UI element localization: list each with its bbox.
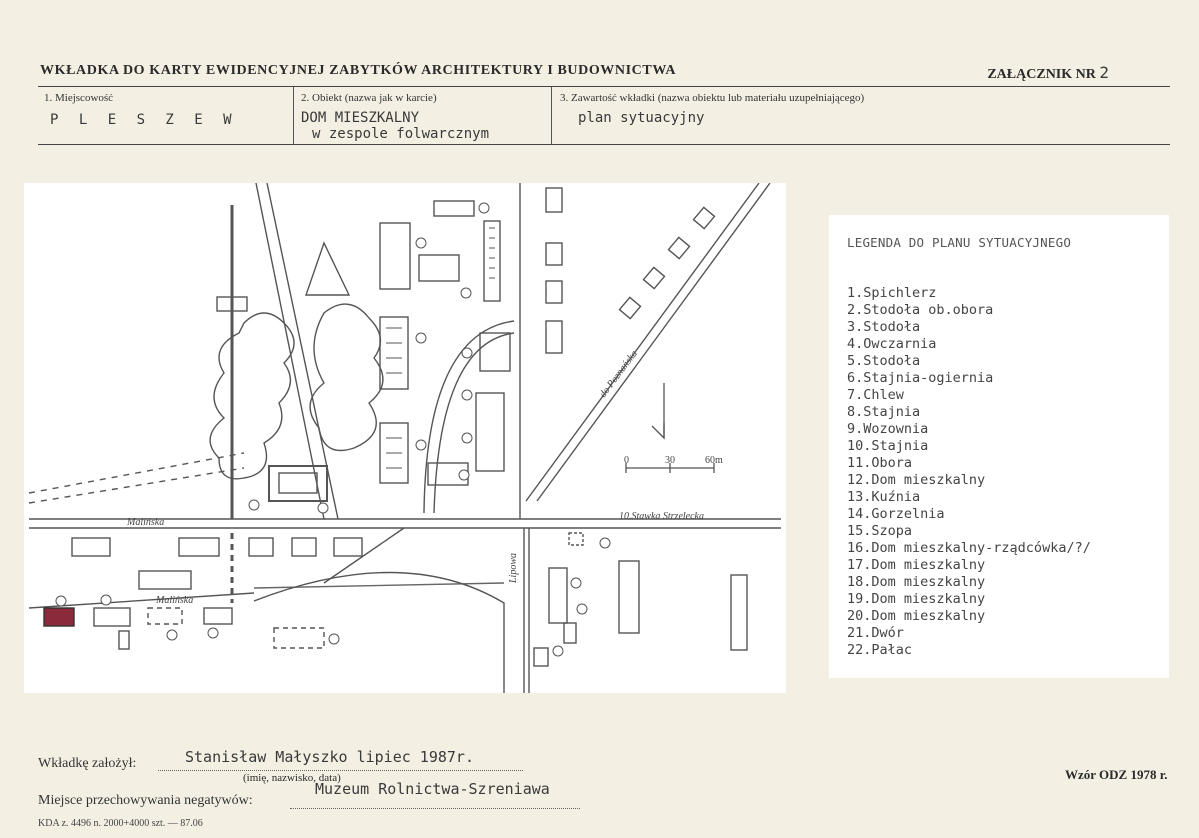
scale-label-30: 30 [665,455,675,466]
street-label: Lipowa [508,553,519,584]
location-label: 1. Miejscowość [44,92,114,104]
attachment-number: 2 [1099,63,1109,82]
street-label: Malińska [126,517,164,528]
attachment-label-text: ZAŁĄCZNIK NR [987,67,1096,82]
legend-item: 10.Stajnia [847,438,929,454]
legend-item: 5.Stodoła [847,353,921,369]
header-rule-bottom [38,144,1170,145]
content-value: plan sytuacyjny [578,110,705,126]
legend-item: 12.Dom mieszkalny [847,472,986,488]
legend-item: 2.Stodoła ob.obora [847,302,994,318]
scale-label-60: 60m [705,455,723,466]
scale-label-0: 0 [624,455,629,466]
storage-label: Miejsce przechowywania negatywów: [38,793,253,808]
legend-item: 9.Wozownia [847,421,929,437]
legend-item: 7.Chlew [847,387,904,403]
author-dotted-line [158,770,523,771]
location-value: P L E S Z E W [50,112,238,128]
legend-item: 11.Obora [847,455,913,471]
author-hint: (imię, nazwisko, data) [243,772,341,784]
object-value-line1: DOM MIESZKALNY [301,110,420,126]
attachment-label: ZAŁĄCZNIK NR 2 [987,63,1109,83]
form-pattern: Wzór ODZ 1978 r. [1065,767,1168,782]
legend-card: LEGENDA DO PLANU SYTUACYJNEGO 1.Spichler… [829,215,1169,678]
content-label: 3. Zawartość wkładki (nazwa obiektu lub … [560,92,865,104]
legend-item: 15.Szopa [847,523,913,539]
storage-dotted-line [290,808,580,809]
legend-item: 1.Spichlerz [847,285,937,301]
legend-item: 13.Kuźnia [847,489,921,505]
field-divider-2 [551,87,552,144]
legend-item: 17.Dom mieszkalny [847,557,986,573]
legend-title: LEGENDA DO PLANU SYTUACYJNEGO [847,235,1072,250]
legend-item: 22.Pałac [847,642,913,658]
form-title: WKŁADKA DO KARTY EWIDENCYJNEJ ZABYTKÓW A… [40,63,677,78]
street-line [536,183,771,502]
field-divider-1 [293,87,294,144]
street-label: 10.Stawka Strzelecka [619,511,704,522]
legend-item: 18.Dom mieszkalny [847,574,986,590]
legend-item: 8.Stajnia [847,404,921,420]
site-plan-drawing: Malińska Malińska 10.Stawka Strzelecka d… [28,183,781,693]
legend-item: 4.Owczarnia [847,336,937,352]
legend-item: 3.Stodoła [847,319,921,335]
object-value-line2: w zespole folwarcznym [312,126,490,142]
storage-value: Muzeum Rolnictwa-Szreniawa [315,780,550,798]
street-line [525,183,760,502]
legend-item: 20.Dom mieszkalny [847,608,986,624]
object-label: 2. Obiekt (nazwa jak w karcie) [301,92,437,104]
site-plan-photo: Malińska Malińska 10.Stawka Strzelecka d… [24,183,786,693]
legend-item: 6.Stajnia-ogiernia [847,370,994,386]
street-label: Malińska [155,595,193,606]
legend-item: 16.Dom mieszkalny-rządcówka/?/ [847,540,1091,556]
street-label: do Poznańska [598,349,640,400]
legend-item: 14.Gorzelnia [847,506,945,522]
author-label: Wkładkę założył: [38,756,137,771]
header-rule-top [38,86,1170,87]
legend-item: 19.Dom mieszkalny [847,591,986,607]
legend-item: 21.Dwór [847,625,904,641]
author-value: Stanisław Małyszko lipiec 1987r. [185,748,474,766]
print-info: KDA z. 4496 n. 2000+4000 szt. — 87.06 [38,818,203,829]
